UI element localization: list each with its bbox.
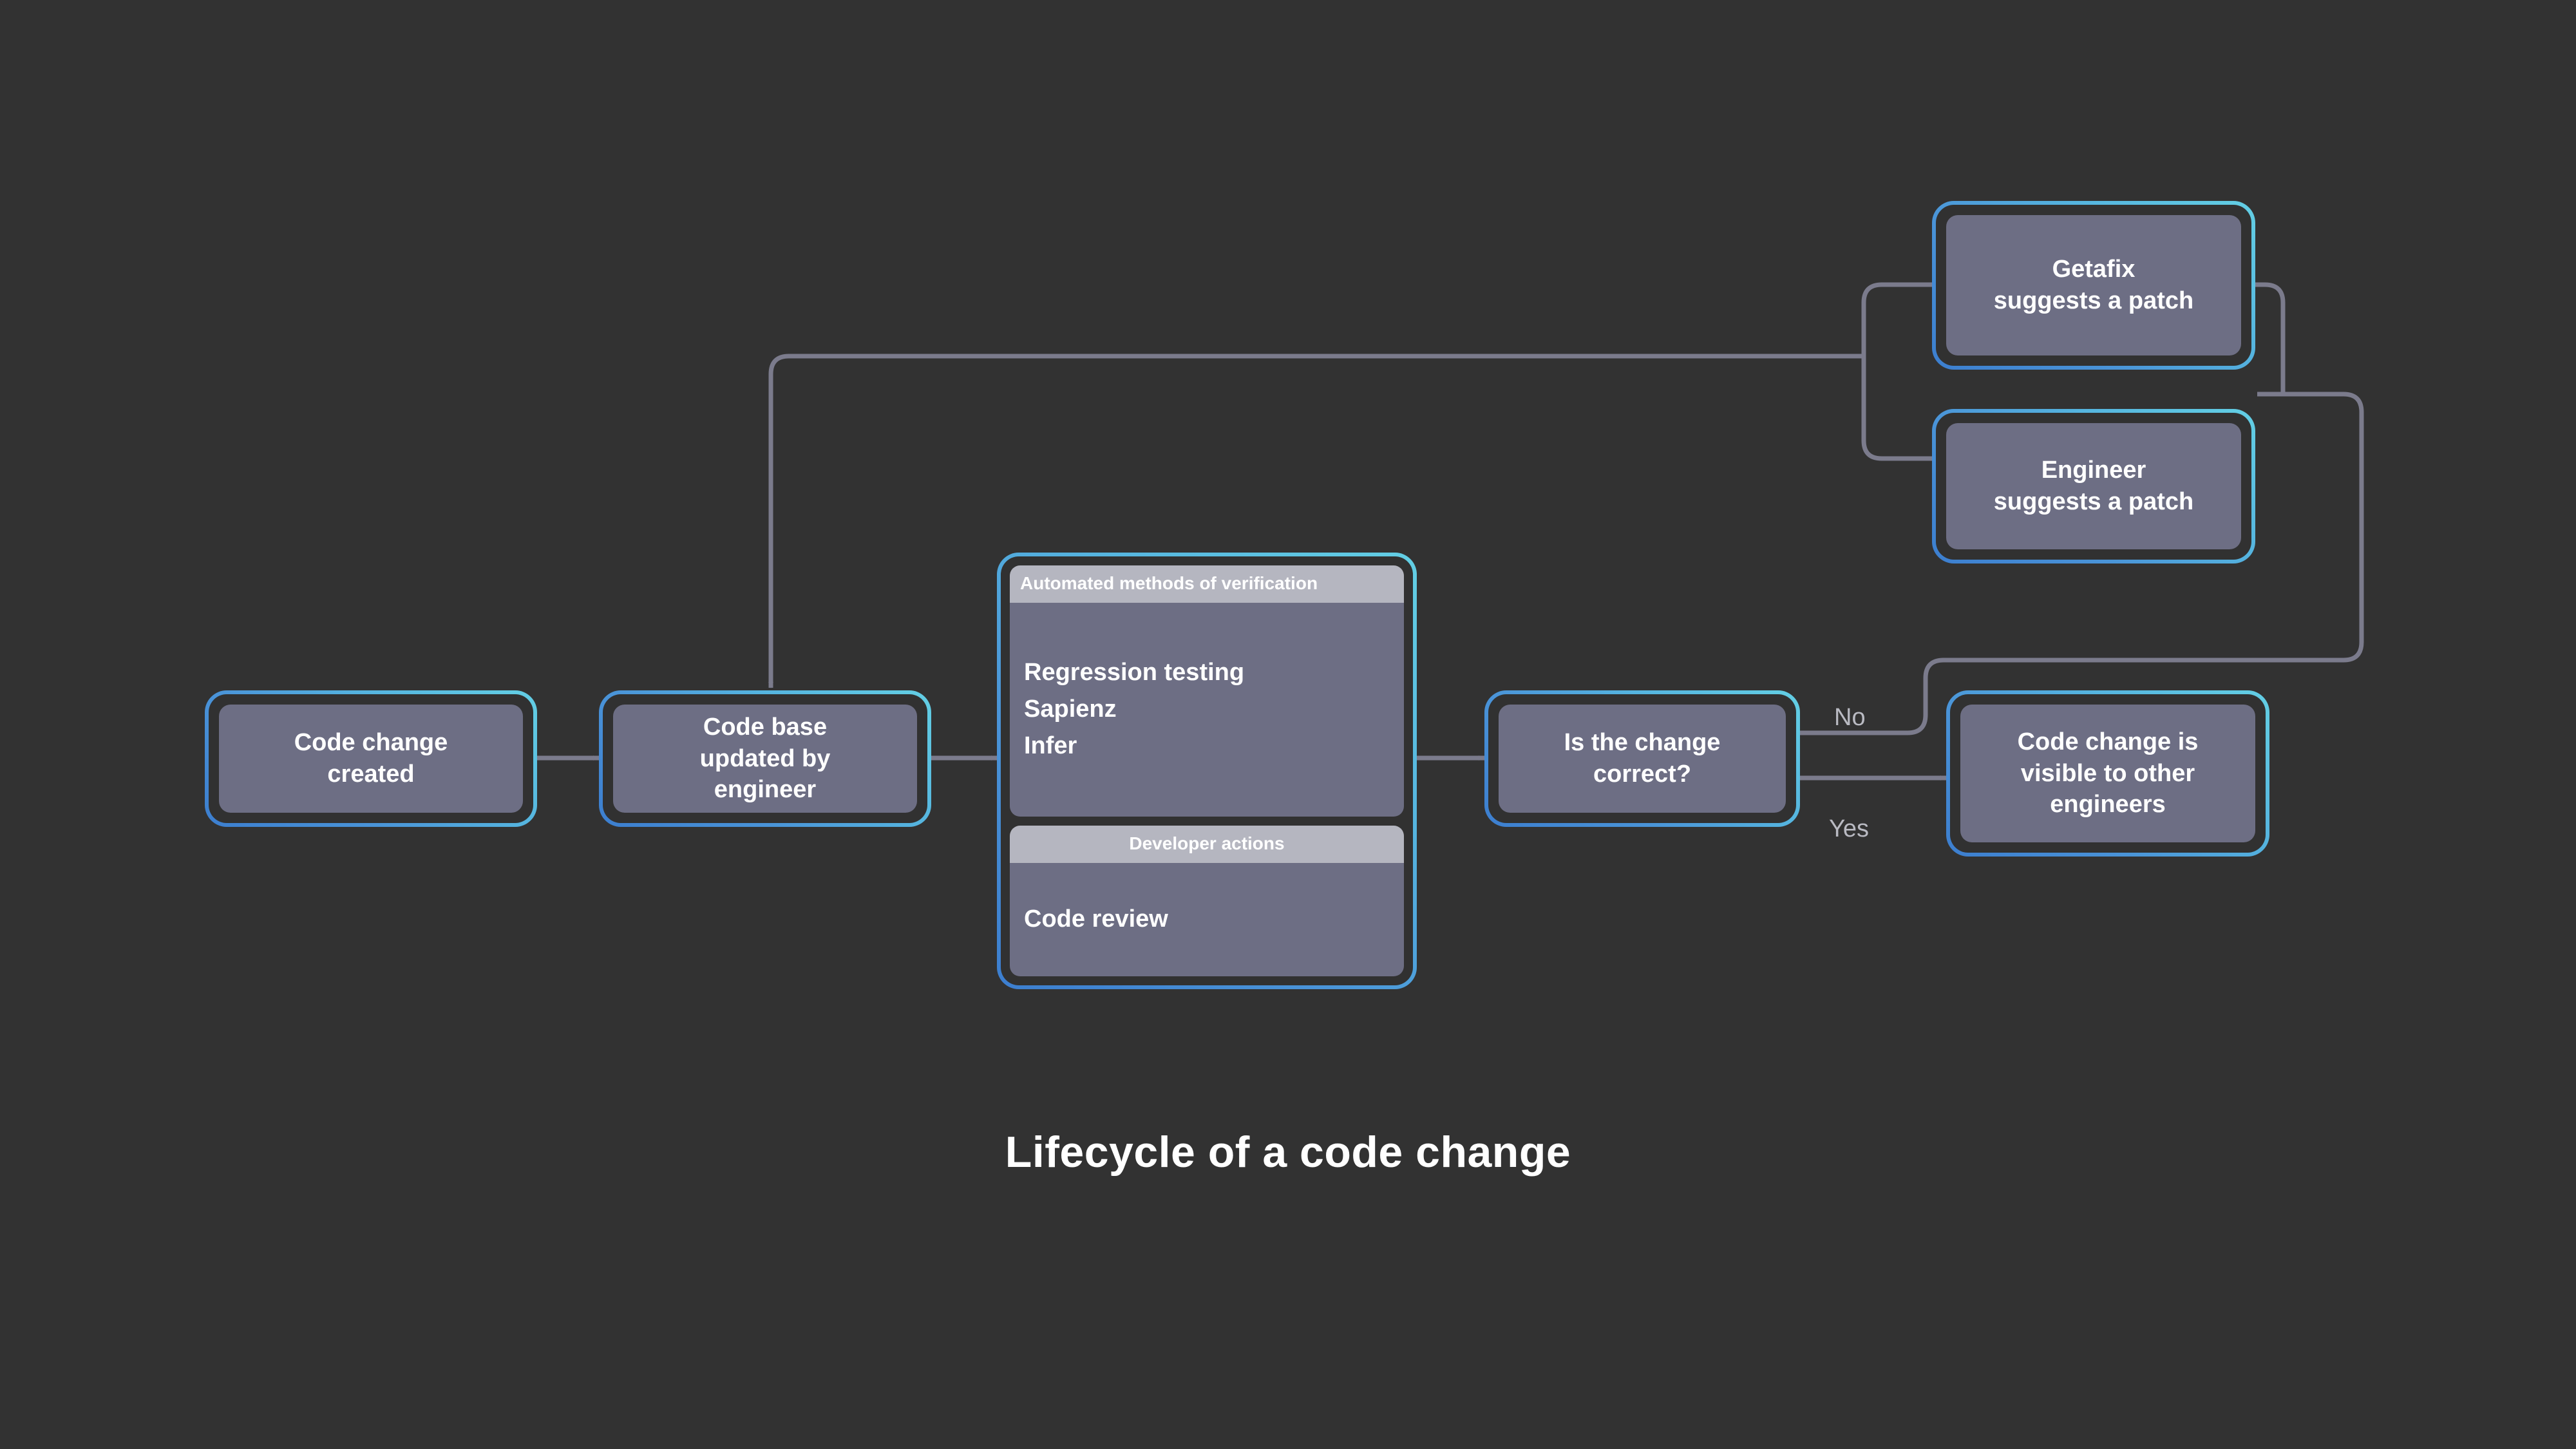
- section-body-automated-methods: Regression testing Sapienz Infer: [1010, 603, 1404, 817]
- node-verification-group[interactable]: Automated methods of verification Regres…: [997, 553, 1417, 989]
- section-automated-methods: Automated methods of verification Regres…: [1010, 565, 1404, 817]
- edge-label-no: No: [1834, 704, 1866, 731]
- list-item-infer: Infer: [1024, 732, 1077, 759]
- edge-right-bus-riser: [2343, 477, 2364, 663]
- edge-engineer-left-out: [1861, 357, 1942, 461]
- edge-label-yes: Yes: [1829, 815, 1869, 842]
- list-item-regression-testing: Regression testing: [1024, 658, 1245, 686]
- section-header-developer-actions: Developer actions: [1010, 826, 1404, 863]
- list-item-sapienz: Sapienz: [1024, 695, 1117, 723]
- edge-getafix-left-out: [1861, 282, 1942, 357]
- list-item-code-review: Code review: [1024, 905, 1168, 933]
- diagram-caption: Lifecycle of a code change: [1005, 1128, 1571, 1177]
- section-header-automated-methods: Automated methods of verification: [1010, 565, 1404, 603]
- node-ring-gap: Automated methods of verification Regres…: [1001, 556, 1413, 985]
- edge-bus-to-engineer-right: [2257, 392, 2364, 477]
- section-developer-actions: Developer actions Code review: [1010, 826, 1404, 976]
- section-body-developer-actions: Code review: [1010, 863, 1404, 976]
